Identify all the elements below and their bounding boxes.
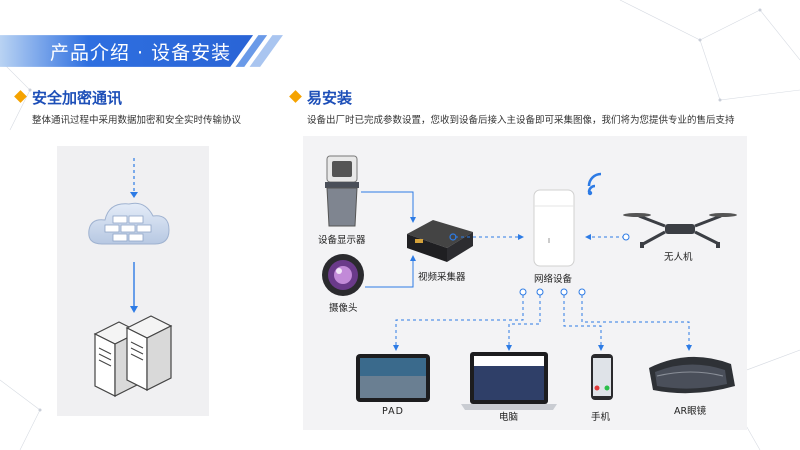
- pad-icon: [356, 354, 430, 402]
- phone-icon: [591, 354, 613, 400]
- section-title-encryption: 安全加密通讯: [32, 87, 122, 108]
- section-desc-installation: 设备出厂时已完成参数设置，您收到设备后接入主设备即可采集图像，我们将为您提供专业…: [307, 112, 735, 126]
- video-collector-icon: [407, 220, 473, 262]
- label-camera: 摄像头: [329, 300, 358, 314]
- network-device-icon: [534, 190, 574, 266]
- label-display-device: 设备显示器: [318, 232, 366, 246]
- computer-icon: [461, 352, 557, 410]
- cloud-firewall-icon: [89, 203, 169, 244]
- encryption-diagram: [57, 146, 209, 416]
- label-computer: 电脑: [499, 409, 518, 423]
- installation-diagram: [303, 136, 747, 430]
- label-video-collector: 视频采集器: [418, 269, 466, 283]
- section-title-installation: 易安装: [307, 87, 352, 108]
- label-network-device: 网络设备: [534, 271, 572, 285]
- display-device-icon: [325, 156, 359, 226]
- ar-glasses-icon: [649, 357, 735, 393]
- label-drone: 无人机: [664, 249, 693, 263]
- server-icon: [95, 316, 171, 396]
- page-title: 产品介绍 · 设备安装: [50, 38, 231, 65]
- camera-icon: [322, 254, 364, 296]
- wifi-dot-icon: [588, 191, 592, 195]
- label-ar-glasses: AR眼镜: [674, 403, 706, 417]
- label-pad: PAD: [382, 406, 404, 417]
- wifi-icon: [589, 162, 607, 192]
- label-phone: 手机: [591, 409, 610, 423]
- drone-icon: [623, 213, 737, 248]
- section-desc-encryption: 整体通讯过程中采用数据加密和安全实时传输协议: [32, 112, 241, 126]
